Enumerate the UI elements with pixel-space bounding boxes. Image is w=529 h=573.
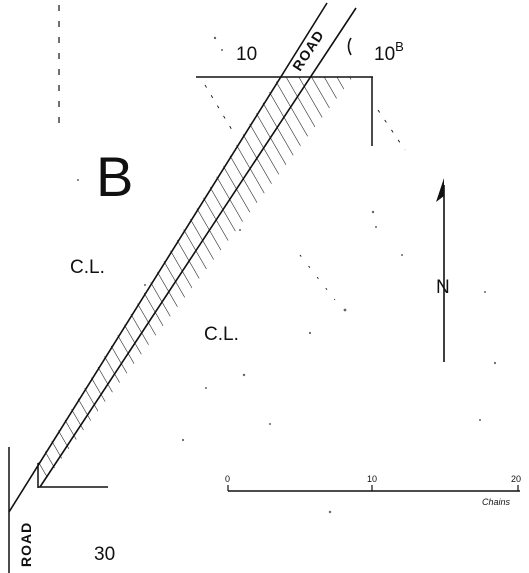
scan-specks [77,36,497,514]
north-label: N [436,277,450,298]
lot-10b-superscript: B [395,39,404,54]
faint-trace-1 [204,84,236,136]
faint-trace-3 [299,254,336,301]
scale-tick-20: 20 [511,474,521,484]
parcel-label-b: B [96,145,133,208]
crown-land-left-label: C.L. [70,257,105,278]
lot-10b-label: 10B [374,39,404,65]
scale-tick-0: 0 [225,474,230,484]
lot-10-label: 10 [236,44,257,65]
road-corridor-hatched [38,77,353,487]
road-edge-right [39,7,357,488]
faint-trace-2 [377,109,406,151]
lot-30-label: 30 [94,544,115,565]
road-label-top: ROAD [289,27,327,74]
scale-tick-10: 10 [367,474,377,484]
scale-unit-label: Chains [482,497,511,507]
road-label-bottom: ROAD [18,522,34,567]
north-arrowhead-icon [436,178,444,202]
lot-10b-base: 10 [374,44,395,65]
north-arrow [436,178,445,362]
scale-bar [227,485,520,492]
small-paren-mark [347,37,352,56]
road-edge-left [8,2,328,513]
crown-land-right-label: C.L. [204,324,239,345]
